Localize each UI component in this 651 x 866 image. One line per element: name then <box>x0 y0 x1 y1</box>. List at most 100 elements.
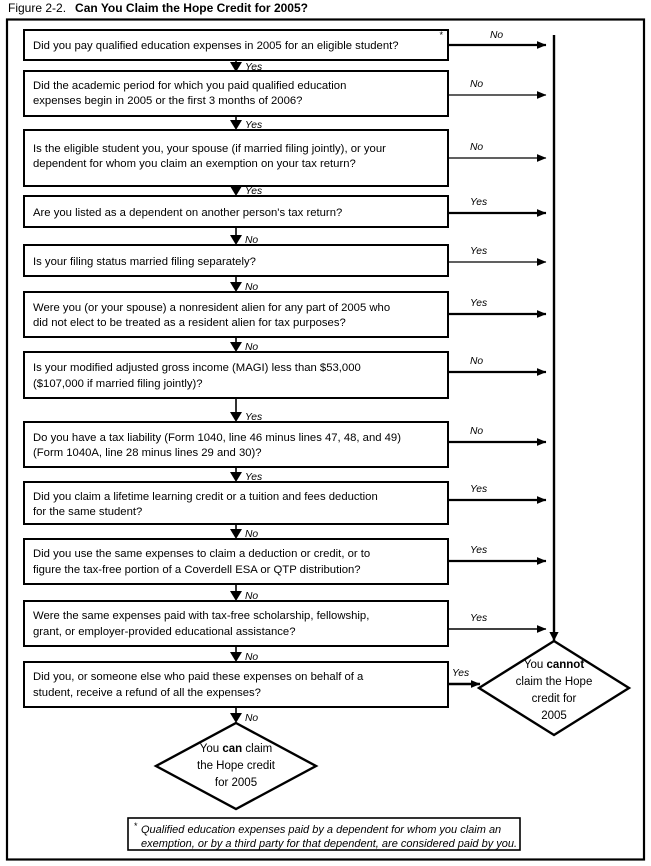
branch-arrow-q11: Yes <box>448 613 547 633</box>
diamond-line: 2005 <box>541 710 567 722</box>
box-line: Do you have a tax liability (Form 1040, … <box>33 432 401 444</box>
edge-label: No <box>245 342 258 353</box>
decision-box-q10: Did you use the same expenses to claim a… <box>23 538 449 585</box>
footnote-marker-icon: * <box>134 821 138 831</box>
box-line: Did you use the same expenses to claim a… <box>33 548 370 560</box>
arrowhead-down-icon <box>230 652 242 662</box>
diamond-line: You can claim <box>200 743 272 755</box>
footnote-outline <box>127 817 521 851</box>
box-line: for the same student? <box>33 506 142 518</box>
down-arrow-q10: No <box>230 584 258 602</box>
arrowhead-down-icon <box>230 529 242 539</box>
box-line: Is your filing status married filing sep… <box>33 256 256 268</box>
branch-arrow-q9: Yes <box>448 484 547 504</box>
arrowhead-down-icon <box>230 412 242 422</box>
decision-box-q4: Are you listed as a dependent on another… <box>23 195 449 228</box>
box-outline <box>23 29 449 61</box>
box-line: Did you pay qualified education expenses… <box>33 40 399 52</box>
box-line: dependent for whom you claim an exemptio… <box>33 158 356 170</box>
edge-label: Yes <box>245 186 262 197</box>
down-arrow-q11: No <box>230 646 258 663</box>
decision-box-q11: Were the same expenses paid with tax-fre… <box>23 600 449 647</box>
branch-arrow-q8: No <box>448 426 547 446</box>
down-arrow-q7: Yes <box>230 398 262 423</box>
branch-arrow-q6: Yes <box>448 298 547 318</box>
branch-arrow-q4: Yes <box>448 197 547 217</box>
edge-label: Yes <box>470 298 487 309</box>
down-arrow-q8: Yes <box>230 467 262 483</box>
branch-arrow-q3: No <box>448 142 547 162</box>
decision-box-q5: Is your filing status married filing sep… <box>23 244 449 277</box>
edge-label: Yes <box>470 197 487 208</box>
box-outline <box>23 351 449 399</box>
arrowhead-down-icon <box>230 186 242 196</box>
diamond-line: You cannot <box>524 659 584 671</box>
box-outline <box>23 600 449 647</box>
box-line: figure the tax-free portion of a Coverde… <box>33 564 361 576</box>
outcome-diamond-cannot-claim: You cannot claim the Hope credit for 200… <box>476 639 632 737</box>
figure-border <box>5 18 646 861</box>
edge-label: No <box>470 356 483 367</box>
down-arrow-q12: No <box>230 707 258 724</box>
box-line: Is the eligible student you, your spouse… <box>33 143 386 155</box>
box-outline <box>23 661 449 708</box>
edge-label: No <box>490 30 503 41</box>
decision-box-q1: Did you pay qualified education expenses… <box>23 29 449 61</box>
edge-label: Yes <box>470 484 487 495</box>
branch-arrow-q12: Yes <box>448 668 481 688</box>
branch-arrow-q10: Yes <box>448 545 547 565</box>
edge-label: Yes <box>245 472 262 483</box>
box-line: grant, or employer-provided educational … <box>33 626 296 638</box>
box-line: Did the academic period for which you pa… <box>33 80 346 92</box>
arrowhead-down-icon <box>230 282 242 292</box>
arrowhead-down-icon <box>230 62 242 72</box>
box-line: did not elect to be treated as a residen… <box>33 317 346 329</box>
box-outline <box>23 421 449 468</box>
edge-label: No <box>245 529 258 540</box>
edge-label: Yes <box>470 545 487 556</box>
branch-arrow-q2: No <box>448 79 547 99</box>
edge-label: Yes <box>245 62 262 73</box>
edge-label: No <box>245 652 258 663</box>
box-line: Are you listed as a dependent on another… <box>33 207 342 219</box>
diamond-line: credit for <box>532 693 577 705</box>
edge-label: Yes <box>452 668 469 679</box>
down-arrow-q9: No <box>230 524 258 540</box>
arrowhead-down-icon <box>230 713 242 723</box>
spine-arrowhead-icon <box>549 632 559 641</box>
box-line: expenses begin in 2005 or the first 3 mo… <box>33 95 302 107</box>
box-line: Is your modified adjusted gross income (… <box>33 362 361 374</box>
box-line: (Form 1040A, line 28 minus lines 29 and … <box>33 447 262 459</box>
down-arrow-q3: Yes <box>230 186 262 197</box>
footnote-box: * Qualified education expenses paid by a… <box>127 817 521 851</box>
outcome-diamond-can-claim: You can claim the Hope credit for 2005 <box>153 721 319 811</box>
box-line: Were the same expenses paid with tax-fre… <box>33 610 369 622</box>
decision-box-q12: Did you, or someone else who paid these … <box>23 661 449 708</box>
arrowhead-down-icon <box>230 472 242 482</box>
box-line: Did you claim a lifetime learning credit… <box>33 491 378 503</box>
arrowhead-down-icon <box>230 342 242 352</box>
decision-box-q2: Did the academic period for which you pa… <box>23 70 449 117</box>
down-arrow-q5: No <box>230 276 258 293</box>
figure-caption: Figure 2-2.Can You Claim the Hope Credit… <box>8 1 308 15</box>
edge-label: Yes <box>245 412 262 423</box>
box-line: student, receive a refund of all the exp… <box>33 687 261 699</box>
box-line: ($107,000 if married filing jointly)? <box>33 378 203 390</box>
down-arrow-q1: Yes <box>230 60 262 73</box>
edge-label: No <box>245 591 258 602</box>
decision-box-q3: Is the eligible student you, your spouse… <box>23 129 449 187</box>
diamond-line: claim the Hope <box>516 676 593 688</box>
down-arrow-q4: No <box>230 227 258 246</box>
branch-arrow-q7: No <box>448 356 547 376</box>
box-outline <box>23 538 449 585</box>
arrowhead-down-icon <box>230 235 242 245</box>
branch-arrow-q5: Yes <box>448 246 547 266</box>
arrowhead-down-icon <box>230 120 242 130</box>
diamond-outline <box>153 721 319 811</box>
footnote-line: Qualified education expenses paid by a d… <box>141 824 501 836</box>
figure-number: Figure 2-2. <box>8 1 67 15</box>
edge-label: No <box>245 282 258 293</box>
edge-label: No <box>470 142 483 153</box>
edge-label: No <box>245 235 258 246</box>
decision-box-q8: Do you have a tax liability (Form 1040, … <box>23 421 449 468</box>
